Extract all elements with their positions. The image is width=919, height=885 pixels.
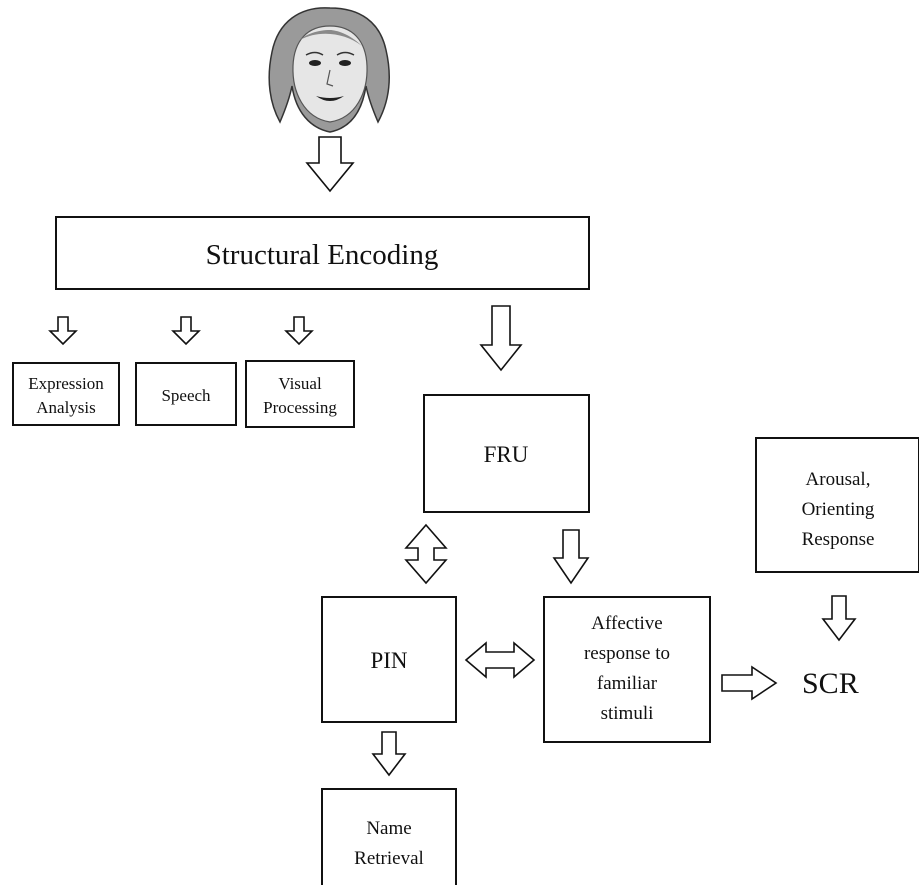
arousal-box — [755, 437, 919, 573]
pin-label: PIN — [370, 648, 407, 673]
affective-response-box — [543, 596, 711, 743]
down-arrow-to-speech — [171, 316, 201, 346]
arousal-label-line2: Orienting — [802, 499, 875, 520]
right-arrow-affective-to-scr — [721, 665, 778, 701]
affective-label-line1: Affective — [591, 613, 662, 634]
expression-analysis-box — [12, 362, 120, 426]
affective-label-line4: stimuli — [601, 703, 654, 724]
name-retrieval-label-line2: Retrieval — [354, 848, 424, 869]
speech-box — [135, 362, 237, 426]
fru-box — [423, 394, 590, 513]
woman-face-illustration — [268, 7, 391, 133]
bidirectional-arrow-fru-pin — [404, 523, 448, 585]
name-retrieval-box — [321, 788, 457, 885]
structural-encoding-box — [55, 216, 590, 290]
bidirectional-arrow-pin-affective — [464, 641, 536, 679]
affective-label-line3: familiar — [597, 673, 658, 694]
scr-label: SCR — [802, 667, 859, 700]
down-arrow-fru-to-affective — [552, 529, 590, 585]
down-arrow-pin-to-name — [371, 731, 407, 777]
down-arrow-face-to-encoding — [305, 136, 355, 193]
visual-processing-box — [245, 360, 355, 428]
structural-encoding-label: Structural Encoding — [206, 239, 439, 271]
pin-box — [321, 596, 457, 723]
arousal-label-line3: Response — [802, 529, 875, 550]
down-arrow-to-visual — [284, 316, 314, 346]
arousal-label-line1: Arousal, — [806, 469, 871, 490]
visual-processing-label-line2: Processing — [263, 398, 337, 417]
down-arrow-arousal-to-scr — [821, 595, 857, 642]
down-arrow-to-expression — [48, 316, 78, 346]
expression-analysis-label: Expression — [28, 374, 104, 393]
down-arrow-encoding-to-fru — [479, 305, 523, 372]
name-retrieval-label-line1: Name — [366, 818, 411, 839]
affective-label-line2: response to — [584, 643, 670, 664]
expression-analysis-label-line2: Analysis — [36, 398, 96, 417]
speech-label: Speech — [161, 386, 211, 405]
fru-label: FRU — [484, 442, 529, 467]
visual-processing-label: Visual — [278, 374, 322, 393]
